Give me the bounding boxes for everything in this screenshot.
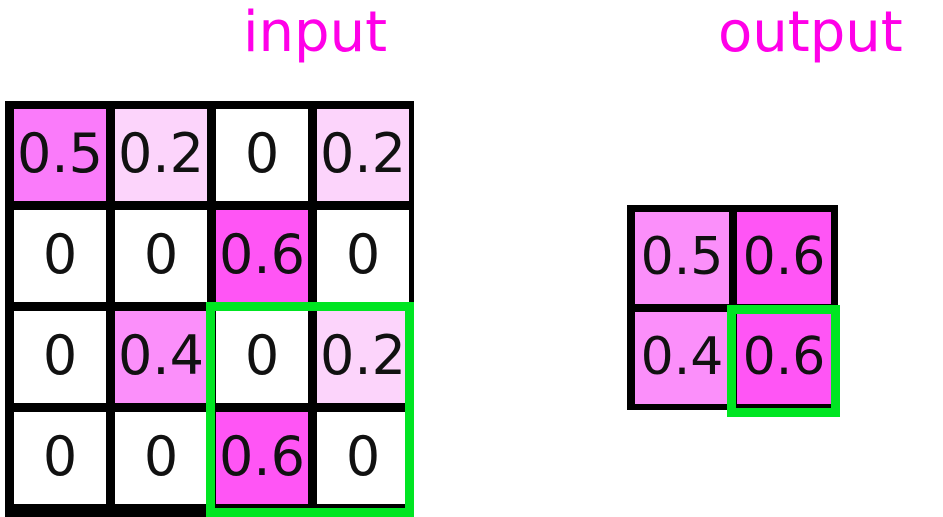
cell-value: 0.6 bbox=[219, 425, 305, 488]
input-cell-r0-c3: 0.2 bbox=[317, 109, 409, 201]
input-cell-r1-c3: 0 bbox=[317, 210, 409, 302]
input-cell-r1-c1: 0 bbox=[115, 210, 207, 302]
cell-value: 0 bbox=[345, 223, 381, 286]
cell-value: 0 bbox=[42, 425, 78, 488]
cell-value: 0 bbox=[244, 324, 280, 387]
cell-value: 0.5 bbox=[17, 122, 103, 185]
cell-value: 0.4 bbox=[640, 327, 724, 387]
input-cell-r1-c0: 0 bbox=[14, 210, 106, 302]
cell-value: 0 bbox=[42, 324, 78, 387]
input-cell-r2-c0: 0 bbox=[14, 311, 106, 403]
output-title: output bbox=[718, 0, 903, 65]
output-matrix: 0.5 0.6 0.4 0.6 bbox=[627, 205, 838, 410]
output-cell-r0-c0: 0.5 bbox=[635, 212, 729, 304]
cell-value: 0.6 bbox=[219, 223, 305, 286]
input-cell-r2-c1: 0.4 bbox=[115, 311, 207, 403]
input-cell-r0-c1: 0.2 bbox=[115, 109, 207, 201]
cell-value: 0.4 bbox=[118, 324, 204, 387]
input-cell-r0-c0: 0.5 bbox=[14, 109, 106, 201]
output-cell-r1-c1: 0.6 bbox=[737, 312, 831, 404]
cell-value: 0 bbox=[244, 122, 280, 185]
input-cell-r2-c3: 0.2 bbox=[317, 311, 409, 403]
cell-value: 0.2 bbox=[320, 122, 406, 185]
cell-value: 0.5 bbox=[640, 227, 724, 287]
output-cell-r0-c1: 0.6 bbox=[737, 212, 831, 304]
cell-value: 0.6 bbox=[742, 227, 826, 287]
cell-value: 0.6 bbox=[742, 327, 826, 387]
cell-value: 0 bbox=[143, 223, 179, 286]
cell-value: 0.2 bbox=[320, 324, 406, 387]
cell-value: 0 bbox=[345, 425, 381, 488]
input-cell-r3-c1: 0 bbox=[115, 412, 207, 504]
input-cell-r0-c2: 0 bbox=[216, 109, 308, 201]
cell-value: 0 bbox=[143, 425, 179, 488]
input-cell-r1-c2: 0.6 bbox=[216, 210, 308, 302]
output-cell-r1-c0: 0.4 bbox=[635, 312, 729, 404]
input-cell-r3-c0: 0 bbox=[14, 412, 106, 504]
input-title: input bbox=[243, 0, 388, 65]
input-cell-r3-c3: 0 bbox=[317, 412, 409, 504]
cell-value: 0.2 bbox=[118, 122, 204, 185]
input-cell-r3-c2: 0.6 bbox=[216, 412, 308, 504]
input-cell-r2-c2: 0 bbox=[216, 311, 308, 403]
cell-value: 0 bbox=[42, 223, 78, 286]
